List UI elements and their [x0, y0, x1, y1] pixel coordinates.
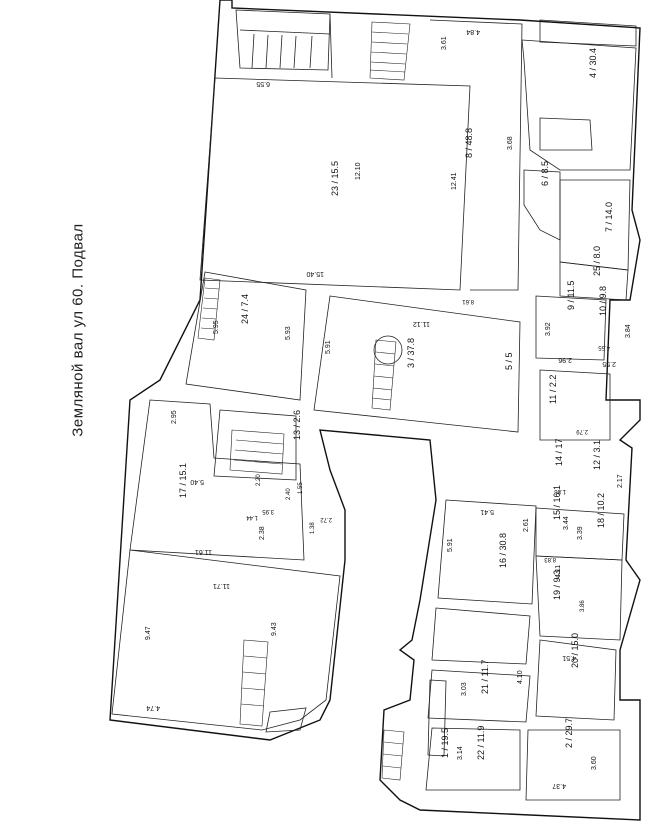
dimension-label: 3.61: [441, 36, 448, 50]
dimension-label: 11.12: [413, 320, 430, 327]
room-block-upper-right: [429, 19, 637, 301]
dimension-label: 2.96: [558, 356, 572, 363]
dimension-label: 3.39: [577, 526, 584, 540]
dimension-label: 5.41: [480, 508, 494, 515]
room-labels: 1 / 19.5 2 / 29.7 3 / 37.8 4 / 30.4 5 / …: [178, 48, 614, 760]
room-label: 2 / 29.7: [564, 718, 574, 748]
dimension-label: 2.61: [523, 518, 530, 532]
dimension-label: 6.55: [256, 80, 270, 87]
dimension-label: 1.86: [554, 488, 566, 494]
room-label: 11 / 2.2: [548, 375, 558, 404]
room-label: 23 / 15.5: [330, 161, 340, 196]
room-label: 8 / 48.8: [464, 128, 474, 158]
room-label: 18 / 10.2: [596, 493, 606, 528]
room-label: 15 / 16.1: [552, 485, 562, 520]
room-label: 24 / 7.4: [240, 294, 250, 324]
dimension-label: 2.17: [617, 474, 624, 488]
dimension-label: 4.55: [598, 344, 610, 350]
room-label: 12 / 3.1: [592, 440, 602, 470]
dimension-label: 5.91: [447, 538, 454, 552]
dimension-label: 9.43: [271, 622, 278, 636]
room-label: 22 / 11.9: [476, 726, 486, 760]
dimension-label: 3.84: [625, 324, 632, 338]
dimension-label: 4.11: [555, 565, 562, 578]
room-block-middle: [185, 271, 611, 441]
dimension-label: 4.51: [562, 654, 576, 661]
room-block-lower-right: [381, 499, 625, 801]
dimension-label: 2.38: [259, 526, 266, 540]
room-label: 9 / 11.5: [566, 281, 576, 310]
dimension-label: 2.95: [171, 410, 178, 424]
dimension-label: 4.10: [517, 670, 524, 684]
dimension-label: 11.71: [213, 582, 230, 589]
room-label: 17 / 15.1: [178, 463, 188, 498]
dimension-label: 3.60: [591, 756, 598, 770]
dimension-label: 3.95: [262, 508, 274, 514]
room-label: 10 / 9.8: [598, 286, 608, 316]
dimension-label: 3.68: [507, 136, 514, 150]
room-label: 21 / 11.7: [480, 660, 490, 694]
dimension-label: 5.40: [190, 478, 204, 485]
dimension-label: 4.74: [146, 704, 160, 711]
dimension-label: 12.10: [355, 162, 362, 180]
dimension-label: 1.44: [246, 514, 258, 520]
room-label: 13 / 2.6: [292, 410, 302, 440]
room-label: 20 / 15.0: [570, 633, 580, 668]
dimension-label: 5.95: [213, 320, 220, 334]
dimension-label: 11.61: [195, 548, 212, 555]
dimension-label: 3.14: [457, 746, 464, 760]
room-label: 25 / 8.0: [592, 246, 602, 276]
dimension-label: 5.93: [285, 326, 292, 340]
room-label: 14 / 17: [554, 438, 564, 466]
dimension-labels: 4.84 3.61 12.41 12.10 15.40 5.95 5.93 5.…: [145, 28, 632, 789]
room-label: 4 / 30.4: [588, 48, 598, 78]
dimension-label: 15.40: [306, 270, 324, 277]
dimension-label: 3.44: [563, 516, 570, 530]
room-label: 5 / 5: [504, 352, 514, 370]
dimension-label: 2.55: [602, 360, 616, 367]
dimension-label: 2.20: [256, 474, 262, 486]
dimension-label: 3.92: [545, 322, 552, 336]
room-label: 3 / 37.8: [406, 338, 416, 368]
room-label: 6 / 8.5: [540, 161, 550, 186]
dimension-label: 3.03: [461, 682, 468, 696]
dimension-label: 1.55: [298, 482, 304, 494]
dimension-label: 4.84: [466, 28, 480, 35]
dimension-label: 2.40: [286, 488, 292, 500]
dimension-label: 5.91: [325, 340, 332, 354]
room-label: 7 / 14.0: [604, 202, 614, 232]
room-block-upper-left: [199, 9, 471, 291]
room-label: 1 / 19.5: [440, 728, 450, 758]
dimension-label: 2.79: [576, 428, 588, 434]
room-block-lower-left: [111, 399, 341, 733]
dimension-label: 8.83: [544, 556, 556, 562]
room-label: 16 / 30.8: [498, 533, 508, 568]
dimension-label: 2.72: [320, 516, 332, 522]
dimension-label: 1.38: [310, 522, 316, 534]
room-label: 19 / 9.3: [552, 570, 562, 600]
outer-walls: [109, 0, 641, 821]
dimension-label: 12.41: [451, 172, 458, 190]
dimension-label: 4.37: [552, 782, 566, 789]
dimension-label: 9.47: [145, 626, 152, 640]
dimension-label: 8.61: [462, 298, 474, 304]
dimension-label: 3.86: [580, 600, 586, 612]
